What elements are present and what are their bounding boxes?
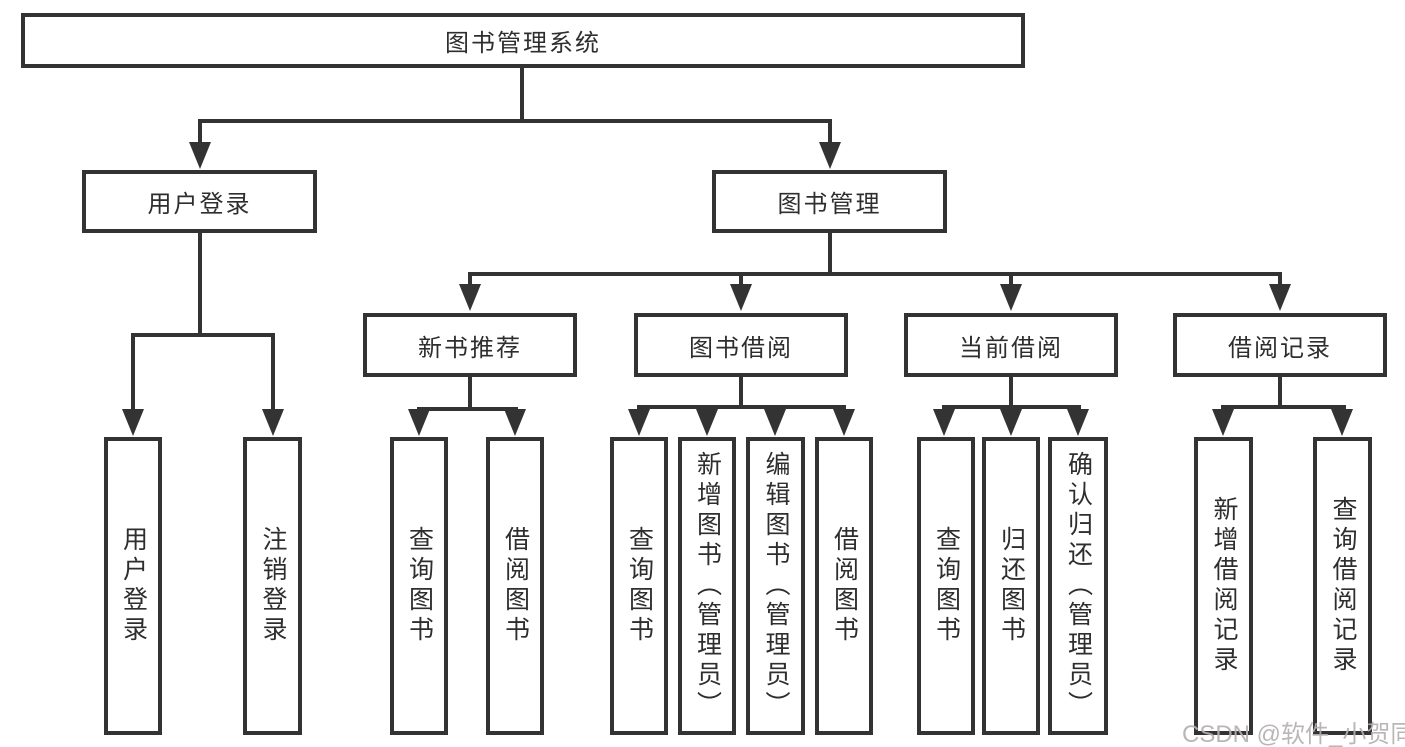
node-new-book-recommend-label: 新书推荐 xyxy=(418,334,522,362)
arrowhead-book-management xyxy=(819,142,841,169)
leaf-br-query-record: 查询借阅记录 xyxy=(1313,437,1372,735)
connector-stem-leaf-logout xyxy=(271,333,275,411)
node-current-borrowing: 当前借阅 xyxy=(904,313,1118,377)
connector-stem-user-login xyxy=(198,119,202,147)
leaf-br-query-record-label: 查询借阅记录 xyxy=(1329,496,1357,676)
connector-user-login-horizontal xyxy=(131,333,275,337)
node-current-borrowing-label: 当前借阅 xyxy=(959,334,1063,362)
arrowhead-cb-return-books xyxy=(1000,409,1022,436)
arrowhead-new-book-recommend xyxy=(459,284,481,311)
connector-user-login-vertical xyxy=(198,233,202,335)
leaf-user-login: 用户登录 xyxy=(104,437,162,735)
connector-br-horizontal xyxy=(1221,405,1346,409)
leaf-nbr-query-books-label: 查询图书 xyxy=(405,526,434,646)
node-user-login-label: 用户登录 xyxy=(147,191,252,218)
node-user-login: 用户登录 xyxy=(82,170,317,233)
node-root-label: 图书管理系统 xyxy=(445,30,601,57)
leaf-cb-confirm-return-admin-label: 确认归还（管理员） xyxy=(1064,451,1093,721)
connector-root-vertical xyxy=(520,68,524,122)
leaf-nbr-query-books: 查询图书 xyxy=(390,437,448,735)
connector-book-management-vertical xyxy=(828,233,832,274)
leaf-bb-borrow-books-label: 借阅图书 xyxy=(830,526,859,646)
node-new-book-recommend: 新书推荐 xyxy=(363,313,577,377)
arrowhead-br-query-record xyxy=(1331,409,1353,436)
leaf-cb-confirm-return-admin: 确认归还（管理员） xyxy=(1048,437,1108,735)
leaf-bb-edit-books-admin-label: 编辑图书（管理员） xyxy=(762,451,790,721)
leaf-bb-query-books-label: 查询图书 xyxy=(625,526,654,646)
arrowhead-br-add-record xyxy=(1212,409,1234,436)
leaf-cb-query-books: 查询图书 xyxy=(917,437,975,735)
connector-cb-horizontal xyxy=(942,405,1081,409)
arrowhead-bb-query-books xyxy=(628,409,650,436)
leaf-bb-add-books-admin-label: 新增图书（管理员） xyxy=(693,451,722,721)
connector-stem-new-book-recommend xyxy=(468,272,472,288)
connector-root-horizontal xyxy=(198,119,832,123)
leaf-nbr-borrow-books-label: 借阅图书 xyxy=(501,526,530,646)
node-book-management: 图书管理 xyxy=(712,170,947,233)
connector-bb-horizontal xyxy=(637,405,846,409)
connector-nbr-horizontal xyxy=(417,407,518,411)
connector-book-management-horizontal xyxy=(468,272,1282,276)
node-book-borrowing-label: 图书借阅 xyxy=(689,334,793,362)
node-root: 图书管理系统 xyxy=(21,13,1025,68)
arrowhead-nbr-query-books xyxy=(408,409,430,436)
node-book-management-label: 图书管理 xyxy=(777,191,882,218)
leaf-cb-return-books: 归还图书 xyxy=(982,437,1040,735)
node-borrowing-records: 借阅记录 xyxy=(1173,313,1387,377)
connector-bb-vertical xyxy=(739,377,743,407)
leaf-logout-label: 注销登录 xyxy=(259,526,287,646)
connector-stem-borrowing-records xyxy=(1278,272,1282,288)
node-borrowing-records-label: 借阅记录 xyxy=(1228,334,1332,362)
leaf-bb-add-books-admin: 新增图书（管理员） xyxy=(678,437,736,735)
arrowhead-current-borrowing xyxy=(1000,284,1022,311)
leaf-nbr-borrow-books: 借阅图书 xyxy=(486,437,544,735)
leaf-bb-query-books: 查询图书 xyxy=(610,437,668,735)
node-book-borrowing: 图书借阅 xyxy=(634,313,848,377)
connector-cb-vertical xyxy=(1009,377,1013,407)
arrowhead-nbr-borrow-books xyxy=(504,409,526,436)
leaf-cb-return-books-label: 归还图书 xyxy=(997,526,1026,646)
leaf-br-add-record: 新增借阅记录 xyxy=(1194,437,1253,735)
arrowhead-book-borrowing xyxy=(730,284,752,311)
leaf-bb-borrow-books: 借阅图书 xyxy=(815,437,873,735)
arrowhead-bb-add-books xyxy=(696,409,718,436)
leaf-cb-query-books-label: 查询图书 xyxy=(932,526,961,646)
connector-stem-current-borrowing xyxy=(1009,272,1013,288)
arrowhead-user-login xyxy=(189,142,211,169)
connector-nbr-vertical xyxy=(468,377,472,409)
arrowhead-cb-query-books xyxy=(933,409,955,436)
arrowhead-leaf-login xyxy=(122,409,144,436)
leaf-logout: 注销登录 xyxy=(243,437,302,735)
leaf-bb-edit-books-admin: 编辑图书（管理员） xyxy=(746,437,805,735)
connector-br-vertical xyxy=(1278,377,1282,407)
arrowhead-bb-edit-books xyxy=(764,409,786,436)
arrowhead-bb-borrow-books xyxy=(833,409,855,436)
leaf-br-add-record-label: 新增借阅记录 xyxy=(1210,496,1238,676)
connector-stem-book-borrowing xyxy=(739,272,743,288)
arrowhead-cb-confirm-return xyxy=(1067,409,1089,436)
arrowhead-borrowing-records xyxy=(1269,284,1291,311)
leaf-user-login-label: 用户登录 xyxy=(119,526,148,646)
connector-stem-leaf-login xyxy=(131,333,135,411)
connector-stem-book-management xyxy=(828,119,832,147)
arrowhead-leaf-logout xyxy=(262,409,284,436)
csdn-watermark: CSDN @软件_小贺同学 xyxy=(1182,721,1405,747)
